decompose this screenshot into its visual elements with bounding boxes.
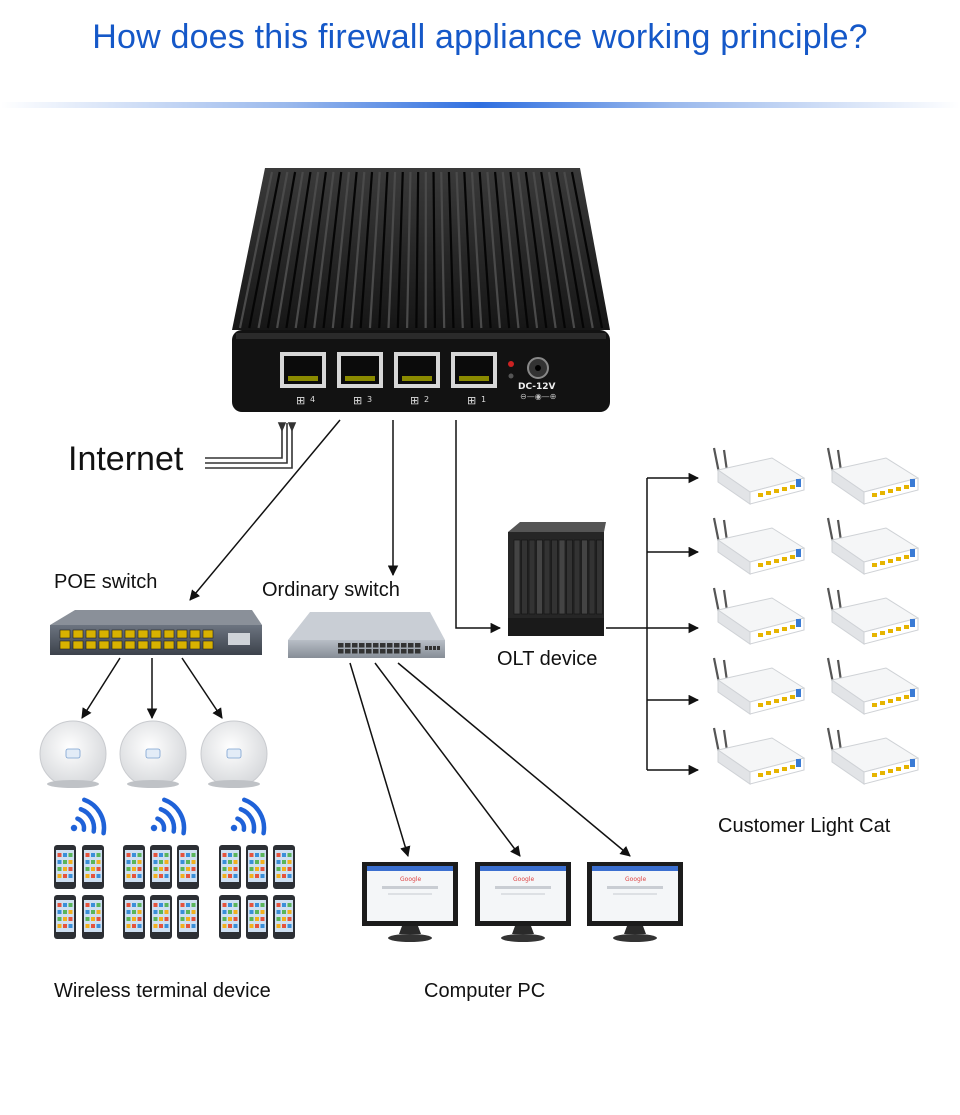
smartphone	[123, 895, 145, 939]
smartphone	[82, 845, 104, 889]
heat-sink-fins	[238, 171, 604, 329]
ethernet-port: ⊞4	[280, 352, 326, 407]
network-port-icon: ⊞	[353, 394, 362, 407]
ordinary-switch-label: Ordinary switch	[262, 579, 400, 601]
power-label: DC-12V	[518, 382, 556, 392]
smartphone	[273, 845, 295, 889]
poe-to-ap-1	[81, 657, 121, 719]
monitor-screen-text: Google	[513, 876, 534, 883]
switch-to-pc-3	[397, 662, 631, 857]
title-divider	[0, 102, 960, 108]
ordinary-switch	[288, 612, 445, 658]
computer-pc-label: Computer PC	[424, 980, 546, 1002]
switch-to-pc-1	[349, 662, 411, 858]
light-cat-router	[712, 657, 806, 715]
network-port-icon: ⊞	[410, 394, 419, 407]
light-cat-router	[712, 587, 806, 645]
connection-lines	[81, 419, 700, 858]
poe-to-ap-3	[181, 657, 223, 719]
network-port-icon: ⊞	[296, 394, 305, 407]
light-cat-router	[826, 587, 920, 645]
light-cat-router	[712, 727, 806, 785]
ordinary-switch-ports	[338, 643, 440, 654]
light-cat-router	[826, 657, 920, 715]
computer-pcs: Google Google Google	[362, 862, 683, 942]
smartphone	[54, 895, 76, 939]
smartphone	[219, 895, 241, 939]
svg-text:⊖—◉—⊕: ⊖—◉—⊕	[520, 392, 556, 401]
wireless-access-points	[39, 720, 268, 788]
smartphone	[246, 895, 268, 939]
olt-device	[508, 522, 606, 636]
customer-light-cat-label: Customer Light Cat	[718, 815, 891, 837]
light-cat-router	[712, 447, 806, 505]
wireless-terminal-devices	[54, 845, 295, 939]
poe-switch-ports	[59, 629, 214, 650]
wifi-icon	[70, 797, 107, 836]
ethernet-port: ⊞2	[394, 352, 440, 407]
wireless-terminal-label: Wireless terminal device	[54, 980, 271, 1002]
light-cat-router	[826, 447, 920, 505]
smartphone	[150, 895, 172, 939]
smartphone	[219, 845, 241, 889]
wifi-icon	[230, 797, 267, 836]
wifi-icon	[150, 797, 187, 836]
smartphone	[273, 895, 295, 939]
olt-device-label: OLT device	[497, 648, 598, 670]
link-to-poe-switch	[189, 419, 341, 601]
olt-slots	[513, 539, 603, 615]
poe-switch	[50, 610, 262, 655]
smartphone	[82, 895, 104, 939]
switch-to-pc-2	[374, 662, 521, 857]
light-cat-router	[826, 727, 920, 785]
smartphone	[177, 845, 199, 889]
access-point	[39, 720, 107, 788]
smartphone	[150, 845, 172, 889]
wifi-signal-icons	[70, 797, 267, 836]
link-to-olt	[455, 420, 502, 634]
monitor-screen-text: Google	[400, 876, 421, 883]
internet-link	[205, 422, 297, 469]
access-point	[119, 720, 187, 788]
customer-light-cats	[712, 447, 920, 785]
monitor: Google	[362, 862, 458, 942]
port-number: 4	[310, 395, 315, 404]
smartphone	[177, 895, 199, 939]
smartphone	[54, 845, 76, 889]
ethernet-port: ⊞1	[451, 352, 497, 407]
poe-switch-label: POE switch	[54, 571, 158, 593]
ethernet-port: ⊞3	[337, 352, 383, 407]
firewall-appliance: ⊞4⊞3⊞2⊞1 DC-12V ⊖—◉—⊕	[232, 168, 610, 412]
light-cat-router	[826, 517, 920, 575]
smartphone	[246, 845, 268, 889]
port-number: 1	[481, 395, 486, 404]
port-number: 3	[367, 395, 372, 404]
port-number: 2	[424, 395, 429, 404]
monitor: Google	[587, 862, 683, 942]
monitor: Google	[475, 862, 571, 942]
monitor-screen-text: Google	[625, 876, 646, 883]
light-cat-router	[712, 517, 806, 575]
olt-branch-arrows	[647, 472, 700, 776]
ethernet-ports: ⊞4⊞3⊞2⊞1	[280, 352, 497, 407]
page-title: How does this firewall appliance working…	[92, 18, 868, 56]
network-port-icon: ⊞	[467, 394, 476, 407]
access-point	[200, 720, 268, 788]
internet-label: Internet	[68, 440, 184, 478]
smartphone	[123, 845, 145, 889]
